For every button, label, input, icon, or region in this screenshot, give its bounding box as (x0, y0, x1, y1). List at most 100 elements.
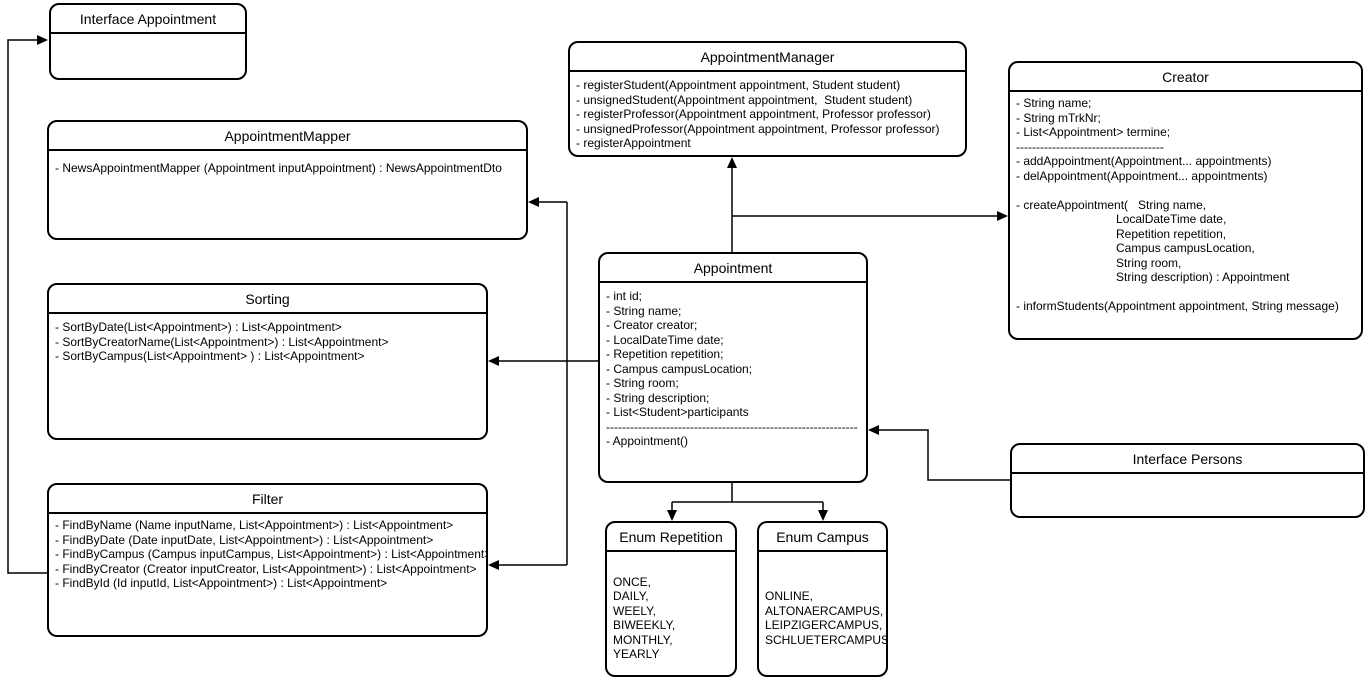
class-body: ONCE,DAILY,WEELY,BIWEEKLY,MONTHLY,YEARLY (607, 552, 735, 675)
arrowhead-right-icon (997, 211, 1008, 221)
member-line: - SortByCampus(List<Appointment> ) : Lis… (55, 349, 365, 363)
edge-appointment-to-filter[interactable] (488, 560, 567, 570)
edge-appointment-to-enums[interactable] (667, 483, 828, 521)
member-line: ------------------------------------- (1016, 139, 1164, 154)
member-line: - registerProfessor(Appointment appointm… (576, 107, 931, 121)
class-title: Creator (1010, 63, 1361, 92)
member-line: - FindById (Id inputId, List<Appointment… (55, 576, 388, 590)
member-line: ALTONAERCAMPUS, (765, 603, 884, 618)
class-box-appointment-mapper[interactable]: AppointmentMapper - NewsAppointmentMappe… (47, 120, 528, 240)
arrowhead-left-icon (528, 197, 539, 207)
member-line: - LocalDateTime date; (606, 332, 724, 347)
member-line: WEELY, (613, 603, 656, 618)
arrowhead-left-icon (488, 560, 499, 570)
class-box-appointment[interactable]: Appointment - int id;- String name;- Cre… (598, 252, 868, 483)
class-title: Enum Campus (759, 523, 886, 552)
member-line: - delAppointment(Appointment... appointm… (1016, 168, 1268, 183)
member-line: ONLINE, (765, 589, 814, 603)
member-line: - FindByName (Name inputName, List<Appoi… (55, 518, 454, 532)
class-body: - registerStudent(Appointment appointmen… (570, 72, 965, 155)
member-line: ----------------------------------------… (606, 419, 858, 434)
member-line: - FindByCampus (Campus inputCampus, List… (55, 547, 486, 561)
member-line: - String description; (606, 390, 710, 405)
class-title: Sorting (49, 285, 486, 314)
class-title: AppointmentMapper (49, 122, 526, 151)
member-line: MONTHLY, (613, 632, 673, 647)
class-body: - FindByName (Name inputName, List<Appoi… (49, 514, 486, 635)
member-line: Repetition repetition, (1016, 226, 1227, 241)
member-line: - String mTrkNr; (1016, 110, 1101, 125)
class-box-enum-campus[interactable]: Enum Campus ONLINE,ALTONAERCAMPUS,LEIPZI… (757, 521, 888, 677)
member-line: - registerAppointment (576, 136, 691, 150)
member-line: - FindByDate (Date inputDate, List<Appoi… (55, 532, 434, 547)
member-line: - unsignedStudent(Appointment appointmen… (576, 92, 913, 107)
class-box-enum-repetition[interactable]: Enum Repetition ONCE,DAILY,WEELY,BIWEEKL… (605, 521, 737, 677)
member-line: - NewsAppointmentMapper (Appointment inp… (55, 161, 502, 175)
member-line: - String room; (606, 376, 679, 390)
member-line: - registerStudent(Appointment appointmen… (576, 78, 901, 92)
member-line: DAILY, (613, 589, 649, 603)
class-box-filter[interactable]: Filter - FindByName (Name inputName, Lis… (47, 483, 488, 637)
member-line (613, 560, 729, 575)
member-line: - SortByDate(List<Appointment>) : List<A… (55, 320, 342, 334)
member-line: YEARLY (613, 647, 660, 661)
edge-appointment-to-appointment-manager[interactable] (727, 157, 737, 252)
arrowhead-down-icon (818, 510, 828, 521)
member-line: SCHLUETERCAMPUS (765, 632, 886, 647)
member-line: - List<Student>participants (606, 405, 749, 419)
class-body: - NewsAppointmentMapper (Appointment inp… (49, 151, 526, 238)
class-box-creator[interactable]: Creator - String name;- String mTrkNr;- … (1008, 61, 1363, 340)
edge-appointment-to-sorting[interactable] (488, 356, 598, 366)
member-line: - Creator creator; (606, 318, 698, 332)
edge-interface-persons-to-appointment[interactable] (868, 425, 1010, 481)
class-title: Interface Appointment (51, 5, 245, 34)
member-line: - Repetition repetition; (606, 347, 724, 361)
arrowhead-down-icon (667, 510, 677, 521)
arrowhead-right-icon (37, 35, 48, 45)
member-line: - String name; (606, 303, 682, 318)
member-line: - unsignedProfessor(Appointment appointm… (576, 121, 940, 136)
member-line: - FindByCreator (Creator inputCreator, L… (55, 561, 477, 576)
member-line: - List<Appointment> termine; (1016, 125, 1171, 139)
arrowhead-left-icon (868, 425, 879, 435)
member-line: - SortByCreatorName(List<Appointment>) :… (55, 334, 389, 349)
member-line: - Campus campusLocation; (606, 361, 753, 376)
class-title: Interface Persons (1012, 445, 1363, 474)
class-body (1012, 474, 1363, 516)
edge-appointment-to-creator[interactable] (732, 211, 1008, 221)
class-body: - String name;- String mTrkNr;- List<App… (1010, 92, 1361, 338)
member-line (1016, 285, 1355, 300)
member-line: Campus campusLocation, (1016, 241, 1255, 255)
member-line: - createAppointment( String name, (1016, 197, 1207, 212)
member-line: BIWEEKLY, (613, 618, 676, 632)
member-line: String description) : Appointment (1016, 270, 1290, 284)
class-title: Filter (49, 485, 486, 514)
class-body (51, 34, 245, 78)
member-line: - addAppointment(Appointment... appointm… (1016, 154, 1272, 168)
class-title: AppointmentManager (570, 43, 965, 72)
member-line: LEIPZIGERCAMPUS, (765, 618, 883, 632)
edge-appointment-to-appointment-mapper[interactable] (528, 197, 567, 207)
arrowhead-left-icon (488, 356, 499, 366)
class-body: ONLINE,ALTONAERCAMPUS,LEIPZIGERCAMPUS,SC… (759, 552, 886, 675)
member-line: ONCE, (613, 574, 652, 589)
member-line: LocalDateTime date, (1016, 212, 1227, 226)
member-line (1016, 183, 1355, 198)
member-line: - int id; (606, 289, 643, 303)
class-title: Enum Repetition (607, 523, 735, 552)
member-line: - String name; (1016, 96, 1092, 110)
member-line: String room, (1016, 255, 1182, 270)
arrowhead-up-icon (727, 157, 737, 168)
class-body: - SortByDate(List<Appointment>) : List<A… (49, 314, 486, 438)
class-box-appointment-manager[interactable]: AppointmentManager - registerStudent(App… (568, 41, 967, 157)
member-line (765, 575, 880, 590)
class-box-interface-appointment[interactable]: Interface Appointment (49, 3, 247, 80)
member-line: - informStudents(Appointment appointment… (1016, 299, 1339, 313)
member-line (765, 560, 880, 575)
class-title: Appointment (600, 254, 866, 283)
class-box-sorting[interactable]: Sorting - SortByDate(List<Appointment>) … (47, 283, 488, 440)
edge-filter-to-interface-appointment[interactable] (7, 35, 48, 574)
class-box-interface-persons[interactable]: Interface Persons (1010, 443, 1365, 518)
